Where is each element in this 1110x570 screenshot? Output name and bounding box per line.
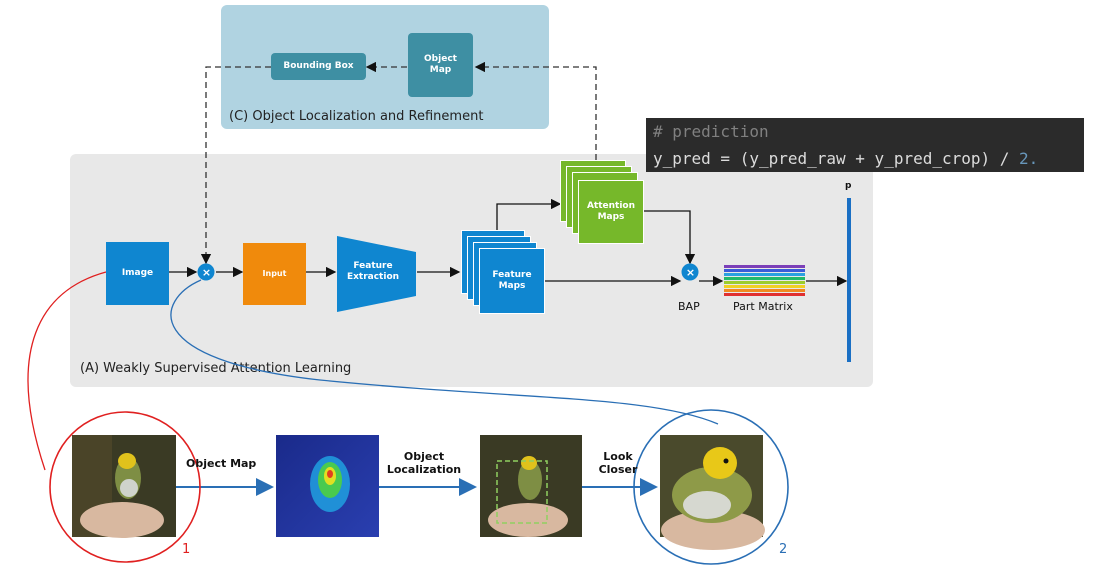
feature-extraction-shape [337, 236, 416, 312]
attention-panel-title: (A) Weakly Supervised Attention Learning [80, 361, 352, 376]
multiply-node-left [197, 263, 215, 281]
code-line-expression: y_pred = (y_pred_raw + y_pred_crop) / [653, 149, 1020, 168]
feature-extraction-text: Feature Extraction [346, 260, 400, 282]
bird-image-closer [660, 435, 765, 550]
feature-maps-label: Feature Maps [492, 269, 532, 291]
red-highlight-circle [49, 411, 201, 563]
code-line-comment: # prediction [653, 122, 769, 141]
marker-1: 1 [182, 542, 191, 557]
feature-extraction-label: Feature Extraction [340, 254, 406, 290]
code-snippet: # prediction y_pred = (y_pred_raw + y_pre… [646, 118, 1084, 172]
multiply-symbol-left: × [201, 265, 212, 279]
step-look-closer-label: Look Closer [598, 450, 638, 477]
blue-link-curve [170, 279, 719, 425]
marker-2: 2 [779, 542, 788, 557]
step-object-map-label: Object Map [186, 457, 257, 470]
dashed-feedback-line [474, 61, 597, 160]
p-label: p [845, 181, 852, 191]
part-matrix-label: Part Matrix [733, 300, 793, 313]
bounding-box-node: Bounding Box [271, 53, 366, 80]
attention-maps-label: Attention Maps [586, 200, 636, 222]
bird-image-localized [480, 435, 582, 537]
dashed-bbox-to-multiply [200, 66, 271, 265]
red-link-curve [27, 271, 107, 471]
code-line-number: 2. [1019, 149, 1039, 168]
part-matrix-stripes [724, 265, 805, 296]
arrow-featuremaps-to-attention [496, 198, 562, 231]
prediction-vector [847, 198, 851, 362]
attention-maps-node: Attention Maps [578, 180, 644, 244]
image-node: Image [106, 242, 169, 305]
feature-maps-node: Feature Maps [479, 248, 545, 314]
step-object-localization-label: Object Localization [386, 450, 462, 477]
object-map-node-label: Object Map [424, 53, 457, 75]
arrow-attention-to-bap [642, 210, 696, 265]
multiply-node-bap [681, 263, 699, 281]
object-map-node: Object Map [408, 33, 473, 97]
input-node: Input [243, 243, 306, 305]
blue-highlight-circle [633, 409, 789, 565]
localization-panel-title: (C) Object Localization and Refinement [229, 109, 484, 124]
object-map-heatmap [276, 435, 379, 537]
bird-image-1 [72, 435, 176, 538]
bap-label: BAP [678, 300, 700, 313]
multiply-symbol-bap: × [685, 265, 696, 279]
